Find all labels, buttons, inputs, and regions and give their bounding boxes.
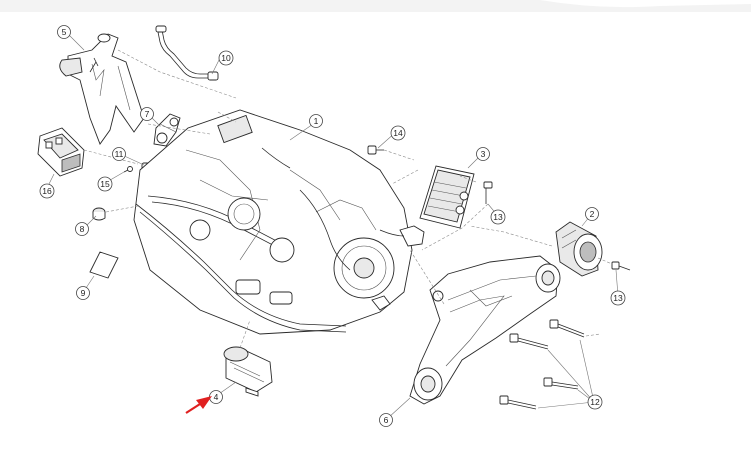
svg-text:6: 6 xyxy=(384,415,389,425)
callout-9: 9 xyxy=(76,286,90,300)
svg-text:1: 1 xyxy=(314,116,319,126)
svg-text:15: 15 xyxy=(100,179,110,189)
part-9-sheet xyxy=(89,251,119,279)
callout-11: 11 xyxy=(112,147,126,161)
highlight-arrow-head xyxy=(196,396,212,409)
svg-text:8: 8 xyxy=(80,224,85,234)
callout-14: 14 xyxy=(390,125,406,141)
svg-text:7: 7 xyxy=(145,109,150,119)
svg-text:11: 11 xyxy=(115,149,124,159)
part-5-engine-bracket xyxy=(59,33,145,145)
callout-1: 1 xyxy=(309,114,323,128)
callout-8: 8 xyxy=(75,222,89,236)
part-10-hose xyxy=(155,25,219,81)
callout-7: 7 xyxy=(140,107,154,121)
svg-text:2: 2 xyxy=(590,209,595,219)
callout-16: 16 xyxy=(39,183,55,199)
part-2-mount xyxy=(555,221,603,277)
svg-text:14: 14 xyxy=(393,128,403,138)
svg-text:16: 16 xyxy=(42,186,52,196)
part-16-connector xyxy=(37,127,85,177)
part-8-cap xyxy=(92,207,106,221)
callout-4: 4 xyxy=(209,390,223,404)
callout-13-right: 13 xyxy=(610,290,626,306)
part-12-bolts xyxy=(499,319,585,410)
part-4-oil-filter xyxy=(223,346,273,397)
part-6-mount-bracket xyxy=(409,255,561,405)
assembly-dashed-lines xyxy=(83,49,613,349)
part-1-engine-assembly xyxy=(133,109,425,335)
part-3-oil-cooler xyxy=(419,165,475,229)
callout-13-upper: 13 xyxy=(490,209,506,225)
svg-text:13: 13 xyxy=(493,212,503,222)
highlight-arrow-shaft xyxy=(185,403,201,414)
svg-text:4: 4 xyxy=(214,392,219,402)
callout-15: 15 xyxy=(97,176,113,192)
top-strip-notch xyxy=(540,0,751,8)
callout-2: 2 xyxy=(585,207,599,221)
highlight-arrow xyxy=(185,396,212,414)
svg-text:3: 3 xyxy=(481,149,486,159)
callout-5: 5 xyxy=(57,25,71,39)
svg-text:13: 13 xyxy=(613,293,623,303)
part-13-bolt-upper xyxy=(483,181,493,204)
svg-text:9: 9 xyxy=(81,288,86,298)
part-14-bolt xyxy=(367,145,384,155)
svg-text:12: 12 xyxy=(590,397,600,407)
part-13-bolt-right xyxy=(611,261,631,271)
svg-text:10: 10 xyxy=(221,53,231,63)
part-7-sensor xyxy=(153,113,181,147)
callout-12: 12 xyxy=(587,394,603,410)
svg-text:5: 5 xyxy=(62,27,67,37)
part-15-screw xyxy=(123,166,133,173)
callout-6: 6 xyxy=(379,413,393,427)
callout-3: 3 xyxy=(476,147,490,161)
callout-10: 10 xyxy=(218,50,234,66)
